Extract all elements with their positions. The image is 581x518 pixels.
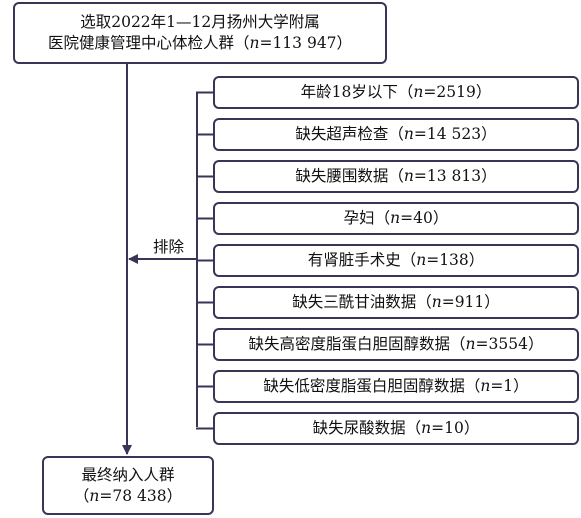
exclusion-box: 孕妇（n=40） (213, 202, 579, 235)
exclusion-label: 缺失尿酸数据（ (312, 419, 422, 438)
final-population-line1: 最终纳入人群 (81, 465, 175, 484)
exclusion-count: =40） (400, 209, 449, 228)
exclusion-n-symbol: n (390, 209, 401, 228)
exclusion-count: =1） (490, 377, 529, 396)
exclusion-box: 缺失高密度脂蛋白胆固醇数据（n=3554） (213, 328, 579, 361)
source-population-box: 选取2022年1—12月扬州大学附属 医院健康管理中心体检人群（n=113 94… (13, 2, 387, 64)
final-population-box: 最终纳入人群 （n=78 438） (42, 456, 214, 515)
exclusion-label: 缺失低密度脂蛋白胆固醇数据（ (263, 377, 481, 396)
exclusion-n-symbol: n (465, 335, 476, 354)
exclusion-count: =3554） (475, 335, 544, 354)
exclusion-box: 缺失三酰甘油数据（n=911） (213, 286, 579, 319)
exclusion-count: =10） (431, 419, 480, 438)
exclusion-box: 缺失超声检查（n=14 523） (213, 118, 579, 151)
source-population-line1: 选取2022年1—12月扬州大学附属 (80, 13, 320, 32)
exclusion-n-symbol: n (403, 125, 414, 144)
exclusion-count: =2519） (423, 83, 492, 102)
exclusion-label: 缺失三酰甘油数据（ (292, 293, 432, 312)
exclusion-box: 缺失低密度脂蛋白胆固醇数据（n=1） (213, 370, 579, 403)
exclusion-count: =911） (441, 293, 500, 312)
exclusion-count: =14 523） (413, 125, 497, 144)
exclusion-label: 有肾脏手术史（ (307, 251, 417, 270)
exclusion-label: 缺失高密度脂蛋白胆固醇数据（ (248, 335, 466, 354)
exclusion-box: 有肾脏手术史（n=138） (213, 244, 579, 277)
exclusion-label: 缺失超声检查（ (295, 125, 404, 144)
exclusion-n-symbol: n (403, 167, 414, 186)
source-population-line2: 医院健康管理中心体检人群（n=113 947） (47, 34, 353, 52)
exclusion-n-symbol: n (416, 251, 427, 270)
exclusion-label: 年龄18岁以下（ (300, 83, 414, 102)
exclusion-n-symbol: n (480, 377, 491, 396)
exclude-label: 排除 (153, 238, 185, 256)
exclusion-count: =13 813） (413, 167, 497, 186)
exclusion-n-symbol: n (413, 83, 424, 102)
exclusion-label: 缺失腰围数据（ (295, 167, 404, 186)
final-population-line2: （n=78 438） (73, 486, 183, 505)
exclusion-label: 孕妇（ (343, 209, 391, 228)
exclusion-n-symbol: n (431, 293, 442, 312)
exclusion-n-symbol: n (421, 419, 432, 438)
exclusion-box: 年龄18岁以下（n=2519） (213, 76, 579, 109)
exclusion-stubs (196, 91, 213, 430)
exclusion-box: 缺失腰围数据（n=13 813） (213, 160, 579, 193)
exclusion-count: =138） (426, 251, 485, 270)
exclusion-box: 缺失尿酸数据（n=10） (213, 412, 579, 445)
